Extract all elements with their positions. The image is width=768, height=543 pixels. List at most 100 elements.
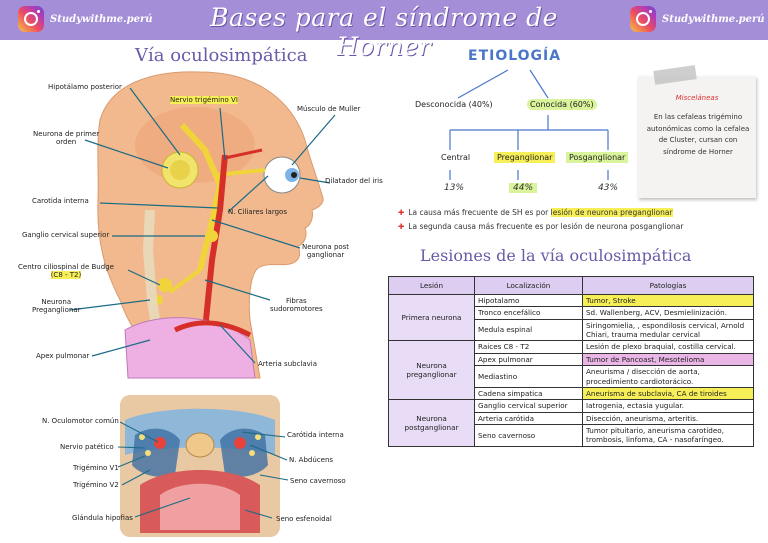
label-dilatador: Dilatador del iris [325, 177, 383, 185]
label-neurona-post: Neurona post ganglionar [302, 243, 349, 259]
cross-icon: ✚ [398, 208, 405, 217]
label-fibras-line1: Fibras [285, 297, 307, 305]
table-row: Apex pulmonar Tumor de Pancoast, Mesotel… [389, 352, 754, 367]
pct-posganglionar: 43% [598, 183, 619, 193]
loc-cell: Hipotalamo [474, 293, 583, 308]
table-header-localizacion: Localización [474, 276, 583, 295]
label-centro-budge: Centro ciliospinal de Budge (C8 - T2) [18, 263, 114, 280]
pct-preganglionar: 44% [509, 183, 538, 193]
bullet-2-text: La segunda causa más frecuente es por le… [408, 222, 684, 231]
table-row: Seno cavernoso Tumor pituitario, aneuris… [389, 423, 754, 447]
pat-cell: Disección, aneurisma, arteritis. [582, 411, 754, 425]
label-fibras: Fibras sudoromotores [270, 297, 323, 313]
label-hipotalamo: Hipotálamo posterior [48, 83, 122, 91]
instagram-badge-right: Studywithme.perú [630, 6, 765, 32]
table-header-row: Lesión Localización Patologías [388, 276, 754, 295]
note-text: En las cefaleas trigémino autonómicas co… [646, 113, 750, 156]
label-patetico: Nervio patético [60, 443, 114, 451]
pat-cell: Sd. Wallenberg, ACV, Desmielinización. [582, 306, 754, 320]
label-nervio-trigemino: Nervio trigémino VI [170, 96, 238, 105]
label-neurona-primer-orden: Neurona de primer orden [33, 130, 99, 146]
label-musculo-muller: Músculo de Muller [297, 105, 361, 113]
lesion-cell: Neurona preganglionar [388, 340, 475, 401]
pct-central: 13% [444, 183, 465, 193]
loc-cell: Raices C8 - T2 [474, 340, 583, 354]
label-trigemino-v2: Trigémino V2 [73, 481, 119, 489]
loc-cell: Arteria carótida [474, 411, 583, 425]
section-title-via: Vía oculosimpática [135, 45, 308, 66]
label-neurona-post-line2: ganglionar [306, 251, 345, 260]
table-row: Tronco encefálico Sd. Wallenberg, ACV, D… [389, 306, 754, 320]
note-title: Misceláneas [675, 94, 719, 102]
label-seno-cavernoso: Seno cavernoso [290, 477, 346, 485]
loc-cell: Ganglio cervical superior [474, 399, 583, 413]
label-centro-budge-line2: (C8 - T2) [50, 271, 82, 280]
label-neurona-pre: Neurona Preganglionar [32, 298, 81, 314]
pat-cell: Aneurisma de subclavia, CA de tiroides [582, 386, 754, 401]
etiology-tree-lines [449, 69, 609, 180]
loc-cell: Tronco encefálico [474, 306, 583, 320]
label-apex: Apex pulmonar [36, 352, 90, 360]
handle-left: Studywithme.perú [50, 13, 153, 25]
label-glandula: Glándula hipofias [72, 514, 133, 522]
etiology-title: ETIOLOGÍA [468, 48, 562, 64]
loc-cell: Apex pulmonar [474, 352, 583, 367]
label-trigemino-v1: Trigémino V1 [73, 464, 119, 472]
loc-cell: Mediastino [474, 365, 583, 388]
loc-cell: Seno cavernoso [474, 423, 583, 447]
pat-cell: Aneurisma / disección de aorta, procedim… [582, 365, 754, 388]
table-row: Cadena simpatica Aneurisma de subclavia,… [389, 386, 754, 401]
lesions-table: Lesión Localización Patologías Primera n… [388, 276, 754, 447]
etio-posganglionar: Posganglionar [566, 152, 629, 163]
label-abducens: N. Abdúcens [289, 456, 334, 464]
header-bar: Studywithme.perú Bases para el síndrome … [0, 0, 768, 61]
pat-cell: Siringomielia, , espondilosis cervical, … [582, 318, 754, 342]
table-row: Primera neurona Hipotalamo Tumor, Stroke [388, 293, 754, 342]
pat-cell: Tumor de Pancoast, Mesotelioma [582, 352, 754, 367]
table-row: Neurona preganglionar Raices C8 - T2 Les… [388, 340, 754, 401]
label-neurona-post-line1: Neurona post [302, 243, 350, 251]
sinus-leader-lines [117, 421, 289, 519]
lesion-cell: Primera neurona [388, 293, 475, 342]
label-neurona-primer-orden-line2: orden [55, 138, 77, 147]
label-arteria-subclavia: Arteria subclavia [258, 360, 318, 368]
instagram-badge-left: Studywithme.perú [18, 6, 153, 32]
label-centro-budge-line1: Centro ciliospinal de Budge [18, 263, 114, 271]
table-row: Medula espinal Siringomielia, , espondil… [389, 318, 754, 342]
tape-decoration [653, 65, 697, 85]
label-seno-esfenoidal: Seno esfenoidal [276, 515, 332, 523]
bullet-1: ✚La causa más frecuente de SH es por les… [398, 208, 673, 217]
label-neurona-pre-line2: Preganglionar [32, 306, 81, 315]
bullet-2: ✚La segunda causa más frecuente es por l… [398, 222, 683, 231]
pat-cell: Tumor, Stroke [582, 293, 754, 308]
loc-cell: Cadena simpatica [474, 386, 583, 401]
label-nervios-ciliares: N. Ciliares largos [228, 208, 287, 216]
label-ganglio-cervical: Ganglio cervical superior [22, 231, 110, 239]
instagram-icon [18, 6, 44, 32]
page-title: Bases para el síndrome de Horner [210, 3, 558, 61]
table-header-lesion: Lesión [388, 276, 475, 295]
loc-cell: Medula espinal [474, 318, 583, 342]
etio-conocida: Conocida (60%) [527, 99, 597, 110]
pat-cell: Tumor pituitario, aneurisma carotídeo, t… [582, 423, 754, 447]
bullet-1-text: La causa más frecuente de SH es por [408, 208, 551, 217]
etio-desconocida: Desconocida (40%) [415, 100, 493, 109]
pat-cell: Iatrogenia, ectasia yugular. [582, 399, 754, 413]
label-neurona-primer-orden-line1: Neurona de primer [33, 130, 100, 138]
table-row: Arteria carótida Disección, aneurisma, a… [389, 411, 754, 425]
table-row: Neurona postganglionar Ganglio cervical … [388, 399, 754, 447]
label-neurona-pre-line1: Neurona [41, 298, 72, 306]
bullet-1-highlight: lesión de neurona preganglionar [550, 208, 673, 217]
cavernous-sinus-illustration [120, 395, 280, 537]
label-fibras-line2: sudoromotores [270, 305, 323, 314]
note-card: Misceláneas En las cefaleas trigémino au… [638, 65, 756, 198]
head-anatomy-illustration [69, 71, 336, 379]
instagram-icon [630, 6, 656, 32]
etio-preganglionar: Preganglionar [494, 152, 556, 163]
lesion-cell: Neurona postganglionar [388, 399, 475, 447]
pat-cell: Lesión de plexo braquial, costilla cervi… [582, 340, 754, 354]
etio-central: Central [441, 153, 471, 162]
label-carotida-interna: Carotida interna [32, 197, 89, 205]
cross-icon: ✚ [398, 222, 405, 231]
label-oculomotor: N. Oculomotor común [42, 417, 119, 425]
